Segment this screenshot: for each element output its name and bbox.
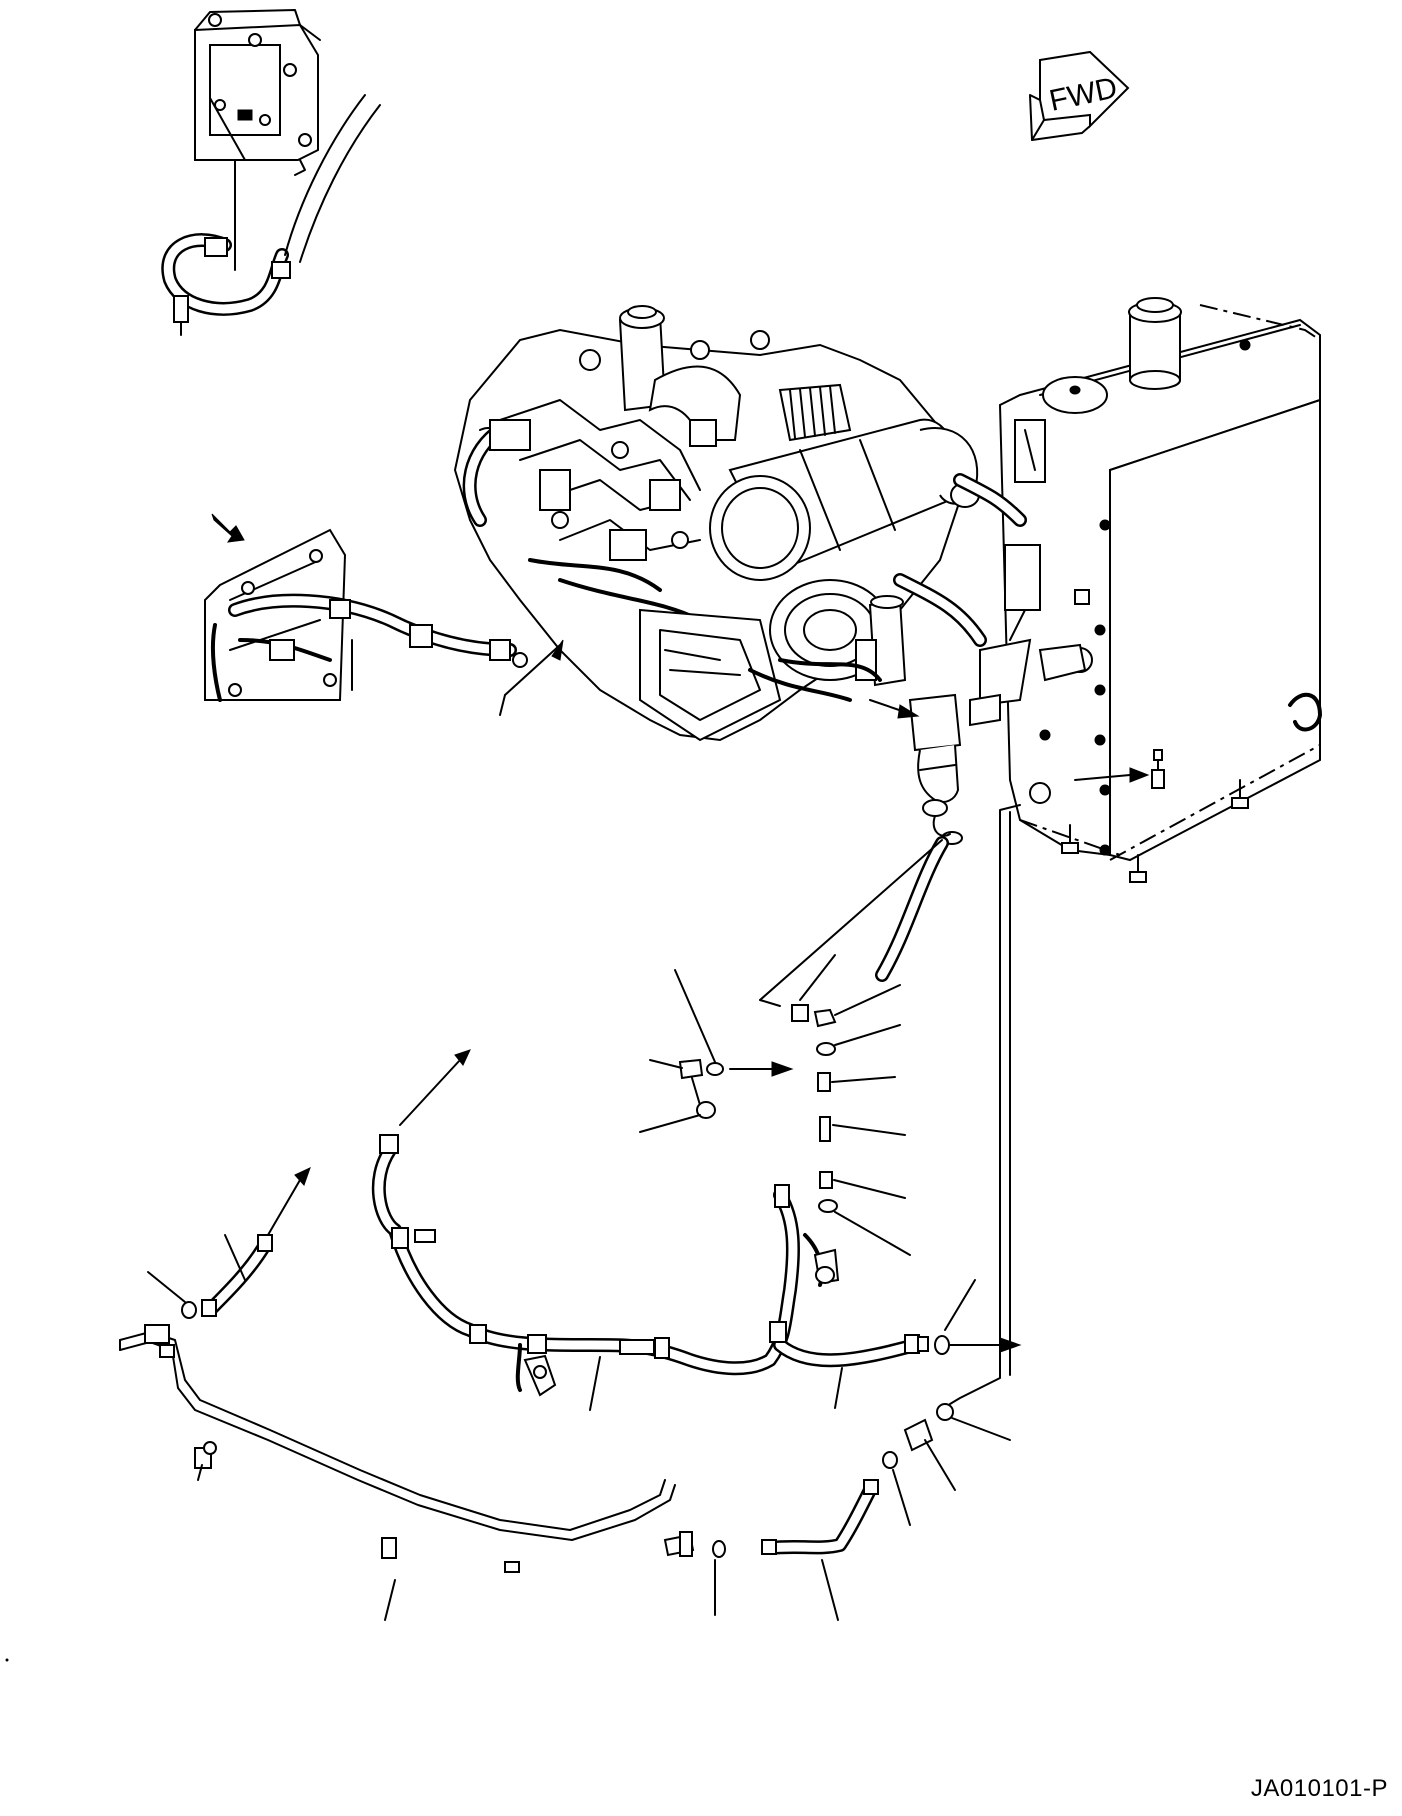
dpf-canister bbox=[709, 418, 980, 581]
drawing-code: JA010101-P bbox=[1250, 1775, 1388, 1802]
bottom-right-hose bbox=[761, 1403, 1011, 1621]
engine-assembly bbox=[453, 305, 980, 742]
left-harness-bracket bbox=[204, 513, 564, 716]
top-left-bracket-assembly bbox=[161, 9, 381, 336]
tank-return-line bbox=[949, 804, 1021, 1405]
hydraulic-tank bbox=[998, 297, 1322, 883]
fittings-column bbox=[399, 954, 911, 1256]
tank-side-fitting bbox=[1074, 749, 1165, 789]
fwd-arrow: FWD bbox=[1029, 50, 1130, 141]
corrugated-intake-hose bbox=[778, 383, 852, 442]
line-filter bbox=[759, 693, 963, 1007]
tank-filler-cap bbox=[1128, 297, 1182, 390]
tank-bracket-hose bbox=[893, 473, 1041, 727]
lower-harness-loop bbox=[371, 1134, 1022, 1411]
long-bottom-pipe bbox=[119, 1324, 726, 1621]
lower-left-hose bbox=[147, 1167, 311, 1319]
